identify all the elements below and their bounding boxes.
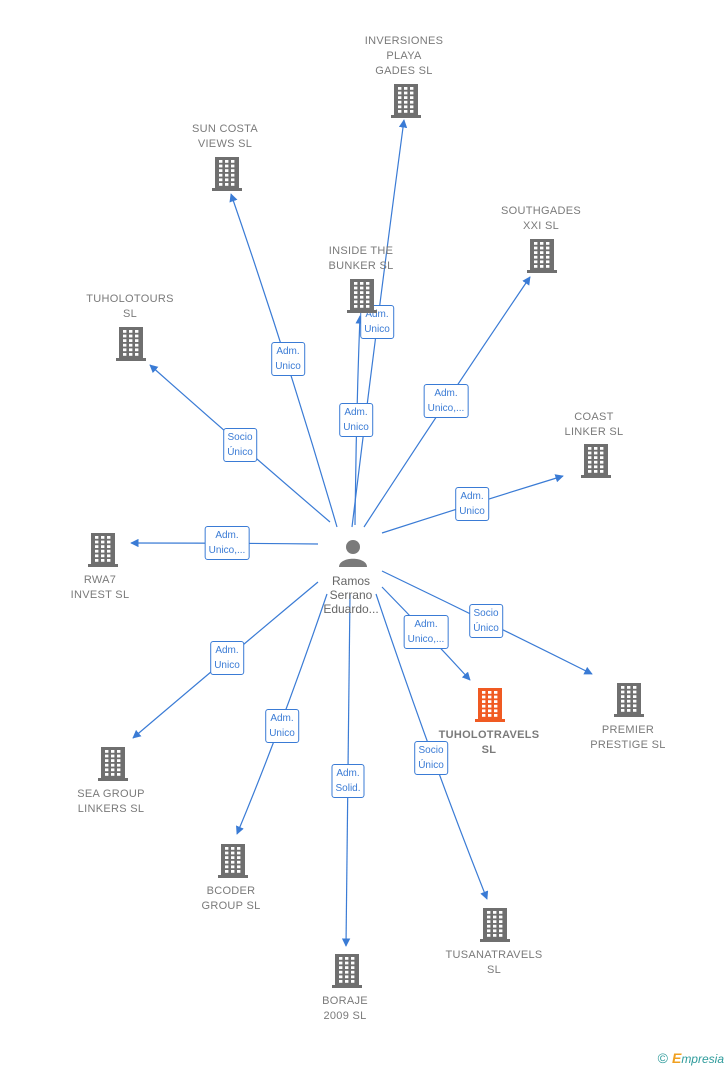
relation-label-suncosta[interactable]: Adm. Unico xyxy=(271,342,305,376)
building-icon-seagroup[interactable] xyxy=(98,747,128,781)
company-label-boraje[interactable]: BORAJE 2009 SL xyxy=(322,995,368,1022)
relation-label-southgades[interactable]: Adm. Unico,... xyxy=(423,384,469,418)
building-icon-boraje[interactable] xyxy=(332,954,362,988)
relation-label-boraje[interactable]: Adm. Solid. xyxy=(331,764,365,798)
person-name[interactable]: Ramos Serrano Eduardo... xyxy=(323,574,379,616)
relation-label-tuholotours[interactable]: Socio Único xyxy=(223,428,257,462)
company-label-rwa7[interactable]: RWA7 INVEST SL xyxy=(70,574,130,601)
company-label-inside[interactable]: INSIDE THE BUNKER SL xyxy=(328,245,394,272)
company-label-coast[interactable]: COAST LINKER SL xyxy=(564,411,624,438)
building-icon-tuholotravels[interactable] xyxy=(475,688,505,722)
relation-label-tuholotravels[interactable]: Adm. Unico,... xyxy=(403,615,449,649)
building-icon-tusanatravels[interactable] xyxy=(480,908,510,942)
company-label-premier[interactable]: PREMIER PRESTIGE SL xyxy=(590,724,666,751)
building-icon-coast[interactable] xyxy=(581,444,611,478)
building-icon-tuholotours[interactable] xyxy=(116,327,146,361)
building-icon-rwa7[interactable] xyxy=(88,533,118,567)
building-icon-southgades[interactable] xyxy=(527,239,557,273)
building-icon-bcoder[interactable] xyxy=(218,844,248,878)
copyright-icon: © xyxy=(657,1050,668,1066)
company-label-southgades[interactable]: SOUTHGADES XXI SL xyxy=(500,205,582,232)
relation-label-tusanatravels[interactable]: Socio Único xyxy=(414,741,448,775)
relation-label-seagroup[interactable]: Adm. Unico xyxy=(210,641,244,675)
relation-label-coast[interactable]: Adm. Unico xyxy=(455,487,489,521)
company-label-tuholotravels[interactable]: TUHOLOTRAVELS SL xyxy=(438,729,540,756)
company-label-inversiones[interactable]: INVERSIONES PLAYA GADES SL xyxy=(364,35,444,77)
brand-logo: Empresia xyxy=(671,1050,724,1066)
relation-label-rwa7[interactable]: Adm. Unico,... xyxy=(204,526,250,560)
company-label-tusanatravels[interactable]: TUSANATRAVELS SL xyxy=(445,949,543,976)
building-icon-inversiones[interactable] xyxy=(391,84,421,118)
relation-label-premier[interactable]: Socio Único xyxy=(469,604,503,638)
relation-label-inside[interactable]: Adm. Unico xyxy=(339,403,373,437)
company-label-bcoder[interactable]: BCODER GROUP SL xyxy=(201,885,261,912)
person-icon[interactable] xyxy=(337,537,369,569)
footer-brand: © Empresia xyxy=(658,1050,724,1066)
building-icon-suncosta[interactable] xyxy=(212,157,242,191)
company-label-seagroup[interactable]: SEA GROUP LINKERS SL xyxy=(77,788,145,815)
company-label-tuholotours[interactable]: TUHOLOTOURS SL xyxy=(86,293,174,320)
company-label-suncosta[interactable]: SUN COSTA VIEWS SL xyxy=(191,123,259,150)
relation-label-bcoder[interactable]: Adm. Unico xyxy=(265,709,299,743)
building-icon-inside[interactable] xyxy=(347,279,377,313)
building-icon-premier[interactable] xyxy=(614,683,644,717)
